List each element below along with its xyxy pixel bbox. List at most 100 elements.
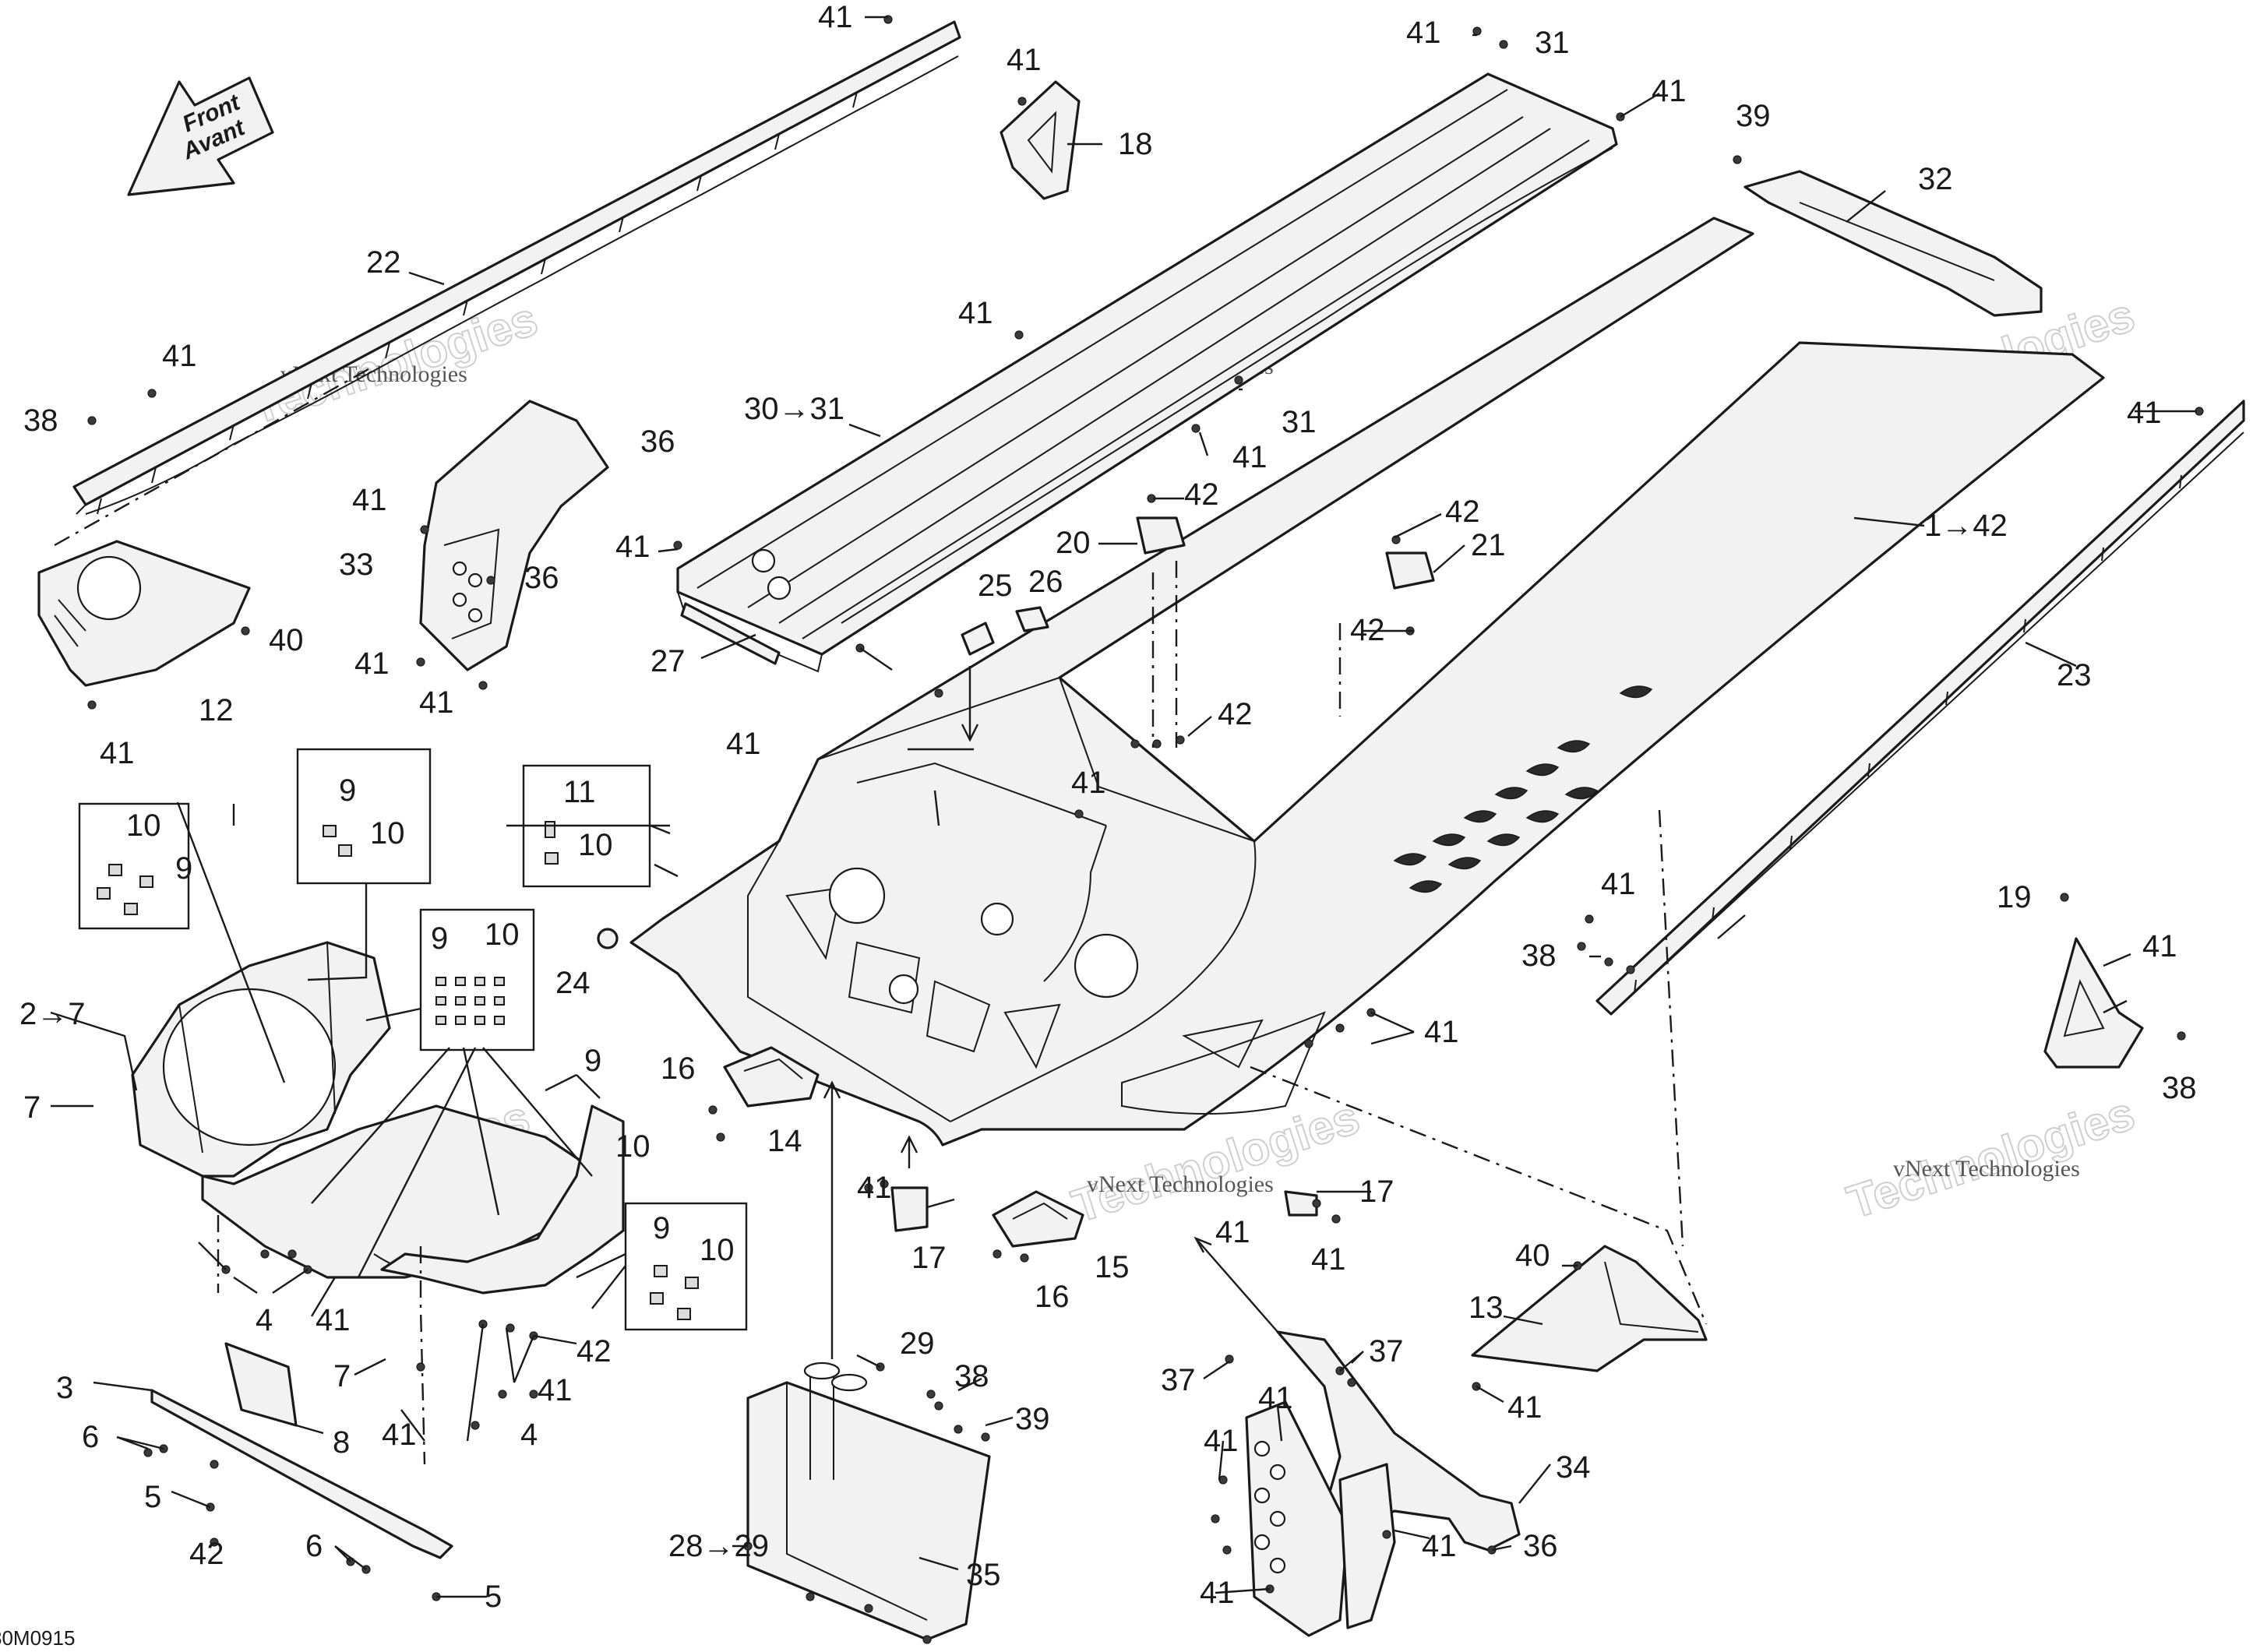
callout: 36 (524, 561, 559, 595)
callout: 30→31 (744, 392, 844, 426)
callout: 41 (1200, 1576, 1235, 1610)
callout: 6 (82, 1420, 99, 1454)
callout: 29 (900, 1326, 935, 1361)
callout: 5 (144, 1480, 161, 1514)
callout: 23 (2057, 658, 2092, 692)
callout: 10 (485, 918, 520, 952)
callout: 14 (767, 1124, 802, 1158)
deflector-8 (224, 1342, 298, 1427)
callout: 19 (1997, 880, 2032, 914)
watermark-5: vNext Technologies (1087, 1171, 1274, 1197)
callout: 36 (1523, 1529, 1558, 1563)
callout: 10 (370, 816, 405, 851)
rear-cover-13 (1471, 1245, 1708, 1372)
callout: 18 (1118, 127, 1153, 161)
inset-hardware-2 (323, 825, 352, 857)
callout: 9 (339, 773, 356, 808)
callout: 41 (857, 1171, 892, 1205)
part-24 (597, 928, 619, 949)
arrow-line-35 (1195, 1238, 1278, 1333)
footrest-15 (992, 1190, 1084, 1248)
callout: 42 (576, 1334, 612, 1368)
callout: 8 (333, 1425, 350, 1460)
bracket-19 (2043, 937, 2144, 1069)
callout: 12 (199, 693, 234, 727)
callout: 9 (431, 921, 448, 956)
bracket-21 (1385, 551, 1435, 590)
callout: 41 (382, 1418, 417, 1452)
callout: 40 (269, 623, 304, 657)
callout: 4 (520, 1418, 538, 1452)
callout: 41 (615, 530, 651, 564)
strip-27 (680, 602, 781, 665)
callout: 41 (162, 339, 197, 373)
callout: 10 (615, 1129, 651, 1164)
callout: 42 (1445, 495, 1480, 529)
callout: 20 (1056, 526, 1091, 560)
callout: 42 (189, 1537, 224, 1571)
callout: 38 (23, 403, 58, 438)
callout: 41 (1232, 440, 1268, 474)
callout: 38 (954, 1359, 989, 1393)
callout: 3 (56, 1371, 73, 1405)
dash-line-2 (1250, 1066, 1708, 1325)
bracket-17-right (1284, 1190, 1318, 1217)
callout: 41 (100, 736, 135, 770)
callout: 41 (316, 1303, 351, 1337)
callout: 41 (1215, 1215, 1250, 1249)
callout: 9 (584, 1044, 601, 1078)
callout: 41 (1507, 1390, 1543, 1425)
bracket-17-left (890, 1186, 929, 1232)
callout: 9 (653, 1211, 670, 1245)
front-direction-arrow: Front Avant (127, 76, 274, 196)
callout: 41 (1311, 1242, 1346, 1277)
callout: 24 (555, 966, 591, 1000)
callout: 22 (366, 245, 401, 280)
callout: 27 (651, 644, 686, 678)
callout: 7 (333, 1359, 351, 1393)
callouts: 41 22 41 38 36 41 33 36 41 41 40 12 41 1… (19, 0, 2197, 1614)
callout: 26 (1028, 565, 1063, 599)
footrest-14 (723, 1046, 820, 1108)
callout: 17 (911, 1241, 947, 1275)
callout: 41 (818, 0, 853, 34)
bracket-20 (1136, 516, 1186, 555)
callout: 35 (966, 1558, 1001, 1592)
callout: 41 (1424, 1015, 1459, 1049)
bulkhead-2 (131, 941, 625, 1294)
callout: 41 (726, 727, 761, 761)
callout: 41 (354, 646, 390, 681)
callout: 41 (1007, 43, 1042, 77)
callout: 28→29 (668, 1529, 769, 1563)
callout: 16 (1035, 1280, 1070, 1314)
callout: 11 (563, 775, 596, 809)
rear-bar-32 (1744, 170, 2043, 317)
callout: 25 (978, 569, 1013, 603)
callout: 10 (126, 808, 161, 843)
callout: 15 (1095, 1250, 1130, 1284)
callout: 16 (661, 1051, 696, 1086)
callout: 9 (175, 851, 192, 886)
inset-hardware-3 (435, 977, 505, 1025)
callout: 37 (1161, 1363, 1196, 1397)
callout: 4 (256, 1303, 273, 1337)
heat-exchanger-28 (746, 1361, 991, 1641)
inset-box-9-10-top (296, 748, 432, 885)
dash-line-1 (54, 365, 375, 547)
dash-line-4 (1658, 809, 1684, 1247)
callout: 6 (305, 1529, 323, 1563)
parts (37, 20, 2245, 1641)
callout: 41 (419, 685, 454, 720)
callout: 10 (578, 828, 613, 862)
callout: 34 (1556, 1450, 1591, 1485)
callout: 41 (1422, 1529, 1457, 1563)
callout: 41 (1601, 867, 1636, 901)
callout: 39 (1736, 99, 1771, 133)
callout: 10 (700, 1233, 735, 1267)
callout: 42 (1218, 697, 1253, 731)
callout: 41 (1652, 74, 1687, 108)
callout: 41 (538, 1373, 573, 1407)
callout: 42 (1184, 477, 1219, 512)
callout: 37 (1369, 1334, 1404, 1368)
callout: 1→42 (1924, 509, 2008, 543)
